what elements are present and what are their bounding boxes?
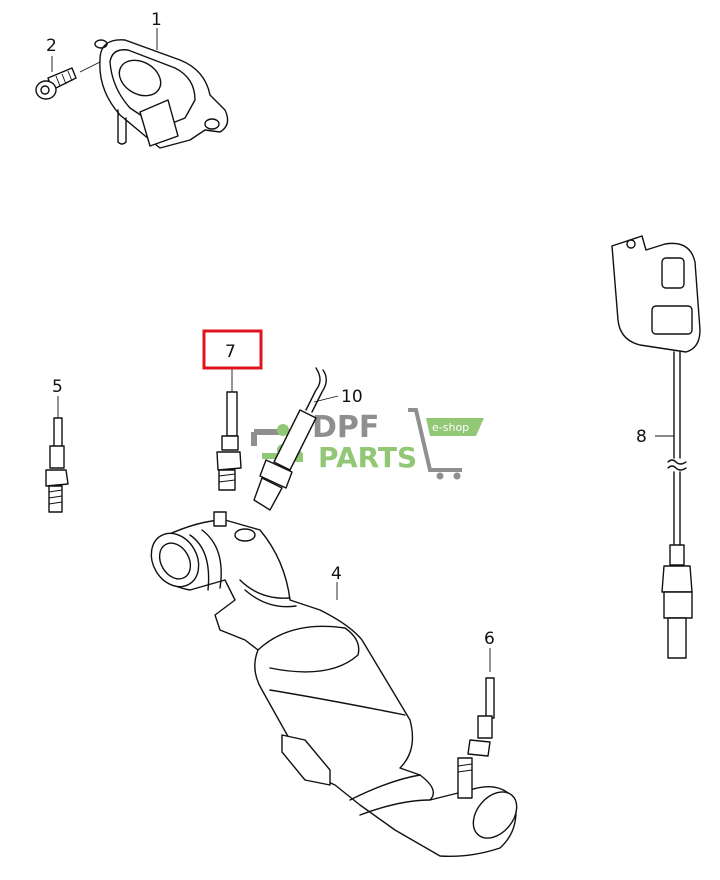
callout-10[interactable]: 10 [341,387,363,407]
part-2-bolt[interactable] [35,61,101,100]
logo-eshop: e-shop [432,421,469,434]
callout-4[interactable]: 4 [331,564,342,584]
highlight-box-part-7 [202,329,263,370]
part-8-nox-sensor[interactable] [611,235,701,659]
logo-dpf: DPF [312,410,379,445]
callout-6[interactable]: 6 [484,629,495,649]
part-4-particulate-filter[interactable] [142,511,526,858]
part-6-temperature-sensor[interactable] [457,677,495,799]
callout-2[interactable]: 2 [46,36,57,56]
part-5-temperature-sensor[interactable] [45,417,69,513]
callout-1[interactable]: 1 [151,10,162,30]
part-10-lambda-sensor[interactable] [253,367,327,511]
part-1-pressure-sensor[interactable] [94,39,229,149]
callout-8[interactable]: 8 [636,427,647,447]
logo-parts: PARTS [318,441,417,474]
part-7-temperature-sensor[interactable] [216,391,242,491]
callout-7[interactable]: 7 [225,342,236,362]
leader-lines [51,28,674,672]
callout-5[interactable]: 5 [52,377,63,397]
